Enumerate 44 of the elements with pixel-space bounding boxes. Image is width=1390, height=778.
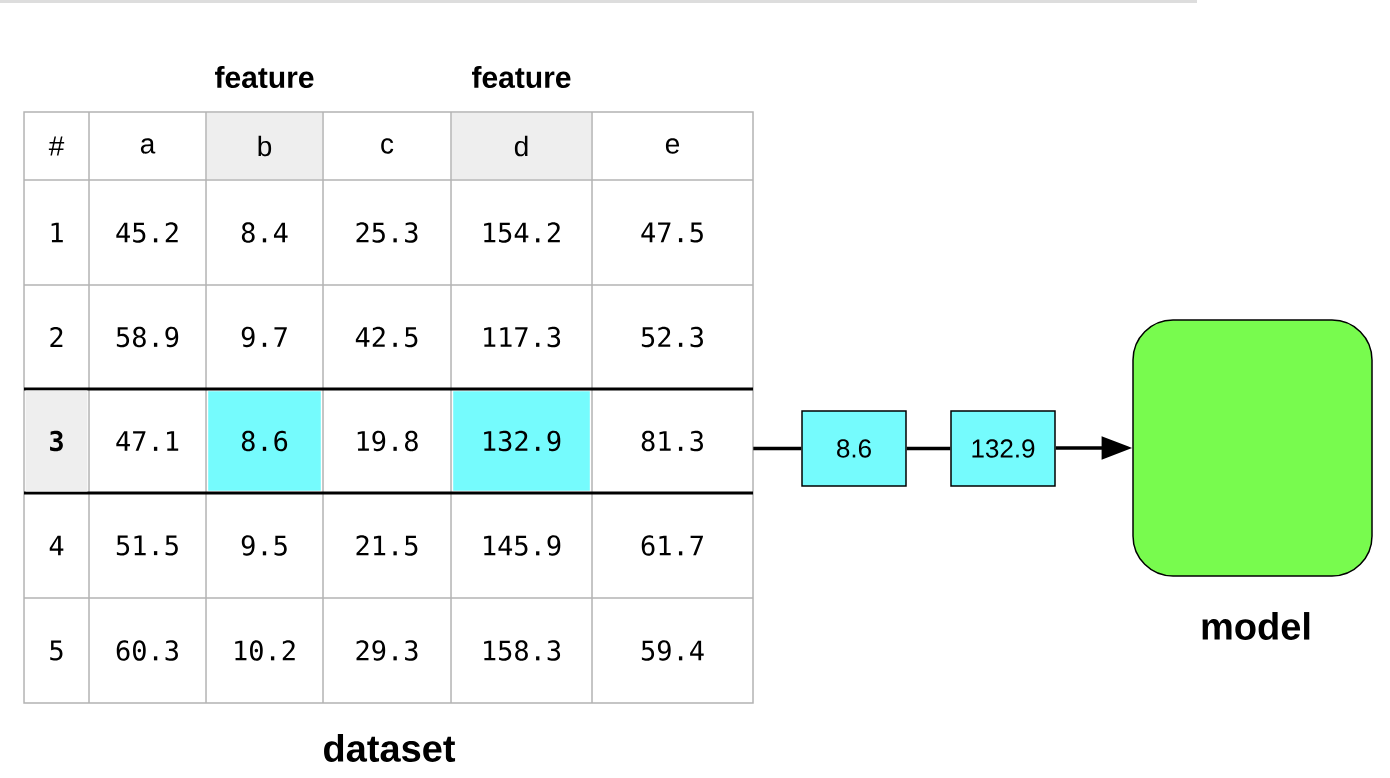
row-number: 2 <box>50 327 63 347</box>
data-value: 19.8 <box>357 430 418 452</box>
data-value: 58.9 <box>116 326 179 348</box>
data-value: 47.5 <box>641 222 703 243</box>
header-cell: d <box>452 113 591 179</box>
data-value: 52.3 <box>641 326 703 348</box>
data-value: 145.9 <box>484 535 561 556</box>
data-value: 29.3 <box>356 640 418 661</box>
row-number: 5 <box>50 640 63 661</box>
value-box: 8.6 <box>801 410 907 487</box>
column-header: c <box>381 138 394 154</box>
data-value: 60.3 <box>116 640 178 661</box>
data-value: 158.3 <box>484 640 561 661</box>
data-value: 47.1 <box>116 431 179 451</box>
column-header: a <box>140 138 156 154</box>
data-value: 61.7 <box>641 535 703 556</box>
row-number: 4 <box>49 535 64 556</box>
connector-line <box>906 446 951 451</box>
model-label: model <box>1202 612 1310 640</box>
connector-line <box>753 446 802 451</box>
row-number-cell: 3 <box>25 390 88 492</box>
data-value: 25.3 <box>356 222 418 243</box>
table-label: dataset <box>324 734 456 762</box>
highlighted-cell: 132.9 <box>453 391 590 491</box>
data-value: 21.5 <box>356 535 418 556</box>
data-value: 9.7 <box>241 326 287 348</box>
data-value: 8.4 <box>241 222 288 243</box>
value-box: 132.9 <box>950 410 1056 487</box>
highlighted-cell: 8.6 <box>208 391 321 491</box>
column-label: feature <box>472 65 571 88</box>
data-value: 10.2 <box>235 640 295 661</box>
data-value: 59.4 <box>641 640 704 661</box>
data-value: 45.2 <box>116 222 178 243</box>
column-header: # <box>48 136 65 156</box>
data-value: 9.5 <box>241 535 287 556</box>
data-value: 154.2 <box>484 222 560 243</box>
header-cell: b <box>207 113 322 179</box>
row-number: 1 <box>51 222 63 243</box>
data-value: 51.5 <box>116 535 178 556</box>
data-value: 117.3 <box>484 326 561 348</box>
column-label: feature <box>215 65 314 88</box>
column-header: e <box>665 138 680 154</box>
data-value: 81.3 <box>641 430 703 452</box>
data-value: 42.5 <box>355 326 418 348</box>
